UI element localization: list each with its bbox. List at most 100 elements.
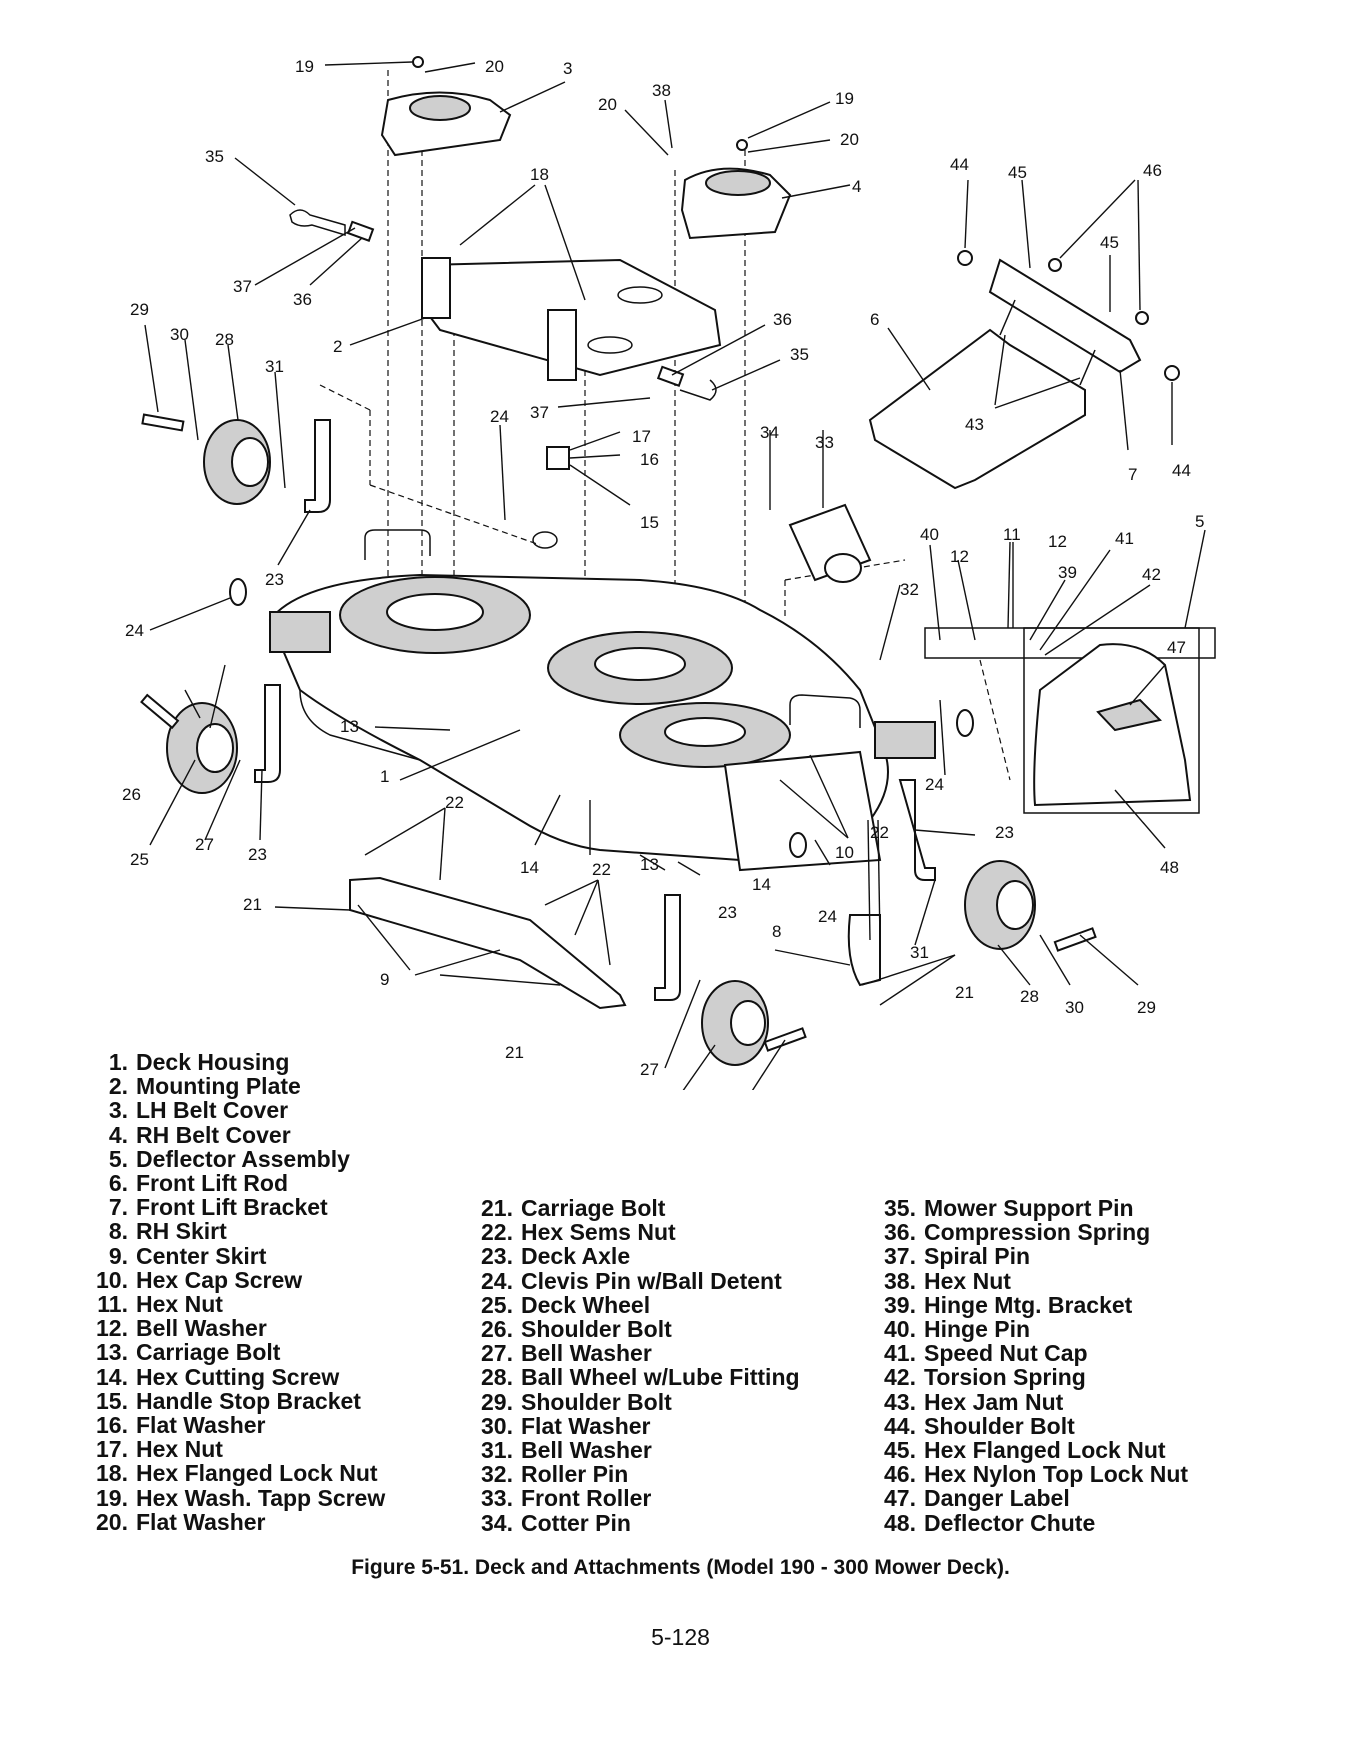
part-number: 12. [96, 1315, 128, 1342]
parts-list-column-2: 21.Carriage Bolt 22.Hex Sems Nut 23. Deck… [473, 1196, 800, 1535]
callout-17: 17 [632, 427, 651, 446]
callout-29-b: 29 [1137, 998, 1156, 1017]
part-number: 24. [481, 1267, 513, 1294]
part-number: 41. [884, 1340, 916, 1367]
belt-covers-shape [380, 91, 792, 240]
parts-list-item: 18.Hex Flanged Lock Nut [88, 1461, 385, 1485]
part-name: Hex Jam Nut [924, 1388, 1064, 1415]
callout-34: 34 [760, 423, 779, 442]
front-roller-shape [788, 503, 872, 583]
parts-list-item: 11.Hex Nut [88, 1292, 385, 1316]
part-name: Hex Nylon Top Lock Nut [924, 1461, 1189, 1488]
part-name: Deck Axle [521, 1243, 631, 1270]
callout-24-c: 24 [925, 775, 944, 794]
parts-list-item: 3.LH Belt Cover [88, 1098, 385, 1122]
part-name: RH Belt Cover [136, 1121, 291, 1148]
parts-list-item: 21.Carriage Bolt [473, 1196, 800, 1220]
part-name: Carriage Bolt [136, 1339, 281, 1366]
part-name: Bell Washer [136, 1315, 267, 1342]
skirts-shape [349, 876, 881, 1010]
callout-31-a: 31 [265, 357, 284, 376]
parts-list-item: 37.Spiral Pin [876, 1244, 1188, 1268]
parts-list-item: 34.Cotter Pin [473, 1510, 800, 1535]
parts-list-item: 36.Compression Spring [876, 1220, 1188, 1244]
part-number: 33. [481, 1485, 513, 1512]
part-number: 39. [884, 1291, 916, 1318]
callout-37-a: 37 [233, 277, 252, 296]
part-name: Shoulder Bolt [521, 1316, 672, 1343]
parts-list-item: 9.Center Skirt [88, 1242, 385, 1269]
part-name: Hex Wash. Tapp Screw [136, 1484, 386, 1511]
parts-list-item: 46.Hex Nylon Top Lock Nut [876, 1462, 1188, 1486]
callout-22-b: 22 [870, 823, 889, 842]
callout-43: 43 [965, 415, 984, 434]
parts-list-item: 23. Deck Axle [473, 1244, 800, 1268]
part-number: 26. [481, 1316, 513, 1343]
parts-list-item: 28.Ball Wheel w/Lube Fitting [473, 1365, 800, 1389]
parts-list-item: 12. Bell Washer [88, 1316, 385, 1340]
part-number: 29. [481, 1388, 513, 1415]
part-name: Hex Cutting Screw [136, 1363, 340, 1390]
part-number: 3. [108, 1097, 128, 1124]
part-number: 44. [884, 1412, 916, 1439]
deck-housing-shape [268, 529, 936, 872]
parts-list-item: 2.Mounting Plate [88, 1074, 385, 1098]
part-name: Center Skirt [136, 1242, 267, 1269]
callout-23-a: 23 [265, 570, 284, 589]
callout-36-a: 36 [293, 290, 312, 309]
parts-list-item: 30.Flat Washer [473, 1414, 800, 1438]
callout-24-d: 24 [818, 907, 837, 926]
parts-list-column-1: 1.Deck Housing 2.Mounting Plate 3.LH Bel… [88, 1050, 385, 1534]
page-number: 5-128 [651, 1624, 710, 1650]
callout-31-b: 31 [910, 943, 929, 962]
callout-20-a: 20 [485, 57, 504, 76]
callout-19-a: 19 [295, 57, 314, 76]
callout-6: 6 [870, 310, 879, 329]
part-number: 13. [96, 1339, 128, 1366]
callout-12-a: 12 [950, 547, 969, 566]
part-number: 43. [884, 1388, 916, 1415]
part-number: 23. [481, 1243, 513, 1270]
callout-23-b: 23 [995, 823, 1014, 842]
part-number: 6. [108, 1170, 128, 1197]
callout-21-b: 21 [955, 983, 974, 1002]
parts-list-item: 22.Hex Sems Nut [473, 1220, 800, 1244]
part-name: Danger Label [924, 1485, 1070, 1512]
wheels-shape [166, 419, 1036, 1066]
part-number: 16. [96, 1412, 128, 1439]
parts-list-item: 4.RH Belt Cover [88, 1121, 385, 1148]
callout-23-d: 23 [718, 903, 737, 922]
callout-labels: 19 20 3 38 20 19 20 4 35 18 44 45 46 45 … [122, 57, 1204, 1079]
callout-46: 46 [1143, 161, 1162, 180]
parts-list-item: 15.Handle Stop Bracket [88, 1389, 385, 1413]
callout-7: 7 [1128, 465, 1137, 484]
callout-8: 8 [772, 922, 781, 941]
part-name: Hex Nut [136, 1291, 223, 1318]
callout-10: 10 [835, 843, 854, 862]
callout-1: 1 [380, 767, 389, 786]
part-number: 14. [96, 1363, 128, 1390]
part-name: Hex Nut [924, 1267, 1011, 1294]
callout-35-b: 35 [790, 345, 809, 364]
callout-18: 18 [530, 165, 549, 184]
callout-3: 3 [563, 59, 572, 78]
parts-list-item: 27.Bell Washer [473, 1341, 800, 1365]
part-name: Deck Wheel [521, 1291, 651, 1318]
leader-lines [144, 61, 1206, 1090]
callout-27-a: 27 [195, 835, 214, 854]
part-name: Shoulder Bolt [521, 1388, 672, 1415]
part-name: Flat Washer [521, 1412, 651, 1439]
part-name: Carriage Bolt [521, 1195, 666, 1221]
parts-list-item: 19.Hex Wash. Tapp Screw [88, 1484, 386, 1511]
parts-list-item: 17.Hex Nut [88, 1437, 385, 1461]
part-number: 35. [884, 1195, 916, 1221]
part-name: Mounting Plate [136, 1073, 301, 1100]
callout-42: 42 [1142, 565, 1161, 584]
callout-12-b: 12 [1048, 532, 1067, 551]
part-name: Hinge Mtg. Bracket [924, 1291, 1133, 1318]
part-name: Compression Spring [924, 1219, 1151, 1246]
callout-32: 32 [900, 580, 919, 599]
part-number: 17. [96, 1436, 128, 1463]
parts-list-item: 38.Hex Nut [876, 1267, 1188, 1294]
callout-22-c: 22 [592, 860, 611, 879]
